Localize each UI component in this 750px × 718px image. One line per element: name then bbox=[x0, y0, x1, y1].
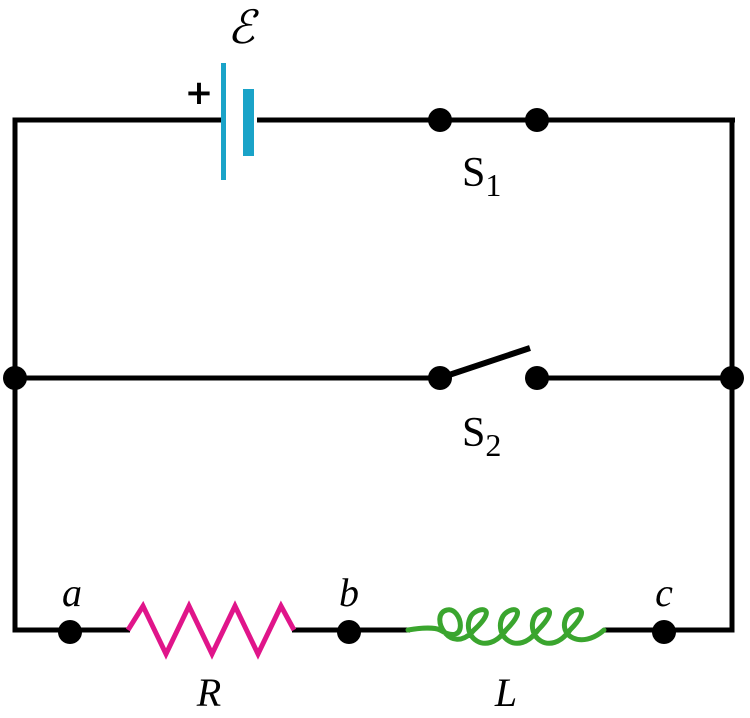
battery-negative-plate bbox=[243, 89, 254, 156]
switch-s1-letter: S bbox=[462, 150, 485, 196]
node-b bbox=[337, 620, 361, 644]
switch-s2-letter: S bbox=[462, 410, 485, 456]
switch-s1-label: S1 bbox=[462, 150, 501, 203]
node-c bbox=[652, 620, 676, 644]
node-a-label: a bbox=[62, 570, 82, 615]
wires bbox=[12, 117, 735, 633]
node-c-label: c bbox=[655, 570, 673, 615]
battery: + ℰ bbox=[185, 2, 259, 180]
switch-s2-label: S2 bbox=[462, 410, 501, 463]
inductor bbox=[405, 607, 607, 646]
resistor bbox=[125, 600, 297, 660]
junction-right bbox=[720, 366, 744, 390]
switch-s2-contact-left bbox=[428, 366, 452, 390]
switch-s1-subscript: 1 bbox=[485, 167, 501, 203]
node-b-label: b bbox=[339, 570, 359, 615]
nodes bbox=[3, 108, 744, 644]
battery-emf-label: ℰ bbox=[227, 2, 259, 53]
switch-s2-blade bbox=[439, 345, 531, 381]
switch-s1-contact-right bbox=[525, 108, 549, 132]
battery-positive-plate bbox=[221, 63, 226, 180]
node-a bbox=[58, 620, 82, 644]
switch-s1-contact-left bbox=[428, 108, 452, 132]
labels: S1 S2 a b c R L bbox=[62, 150, 673, 715]
switch-s2-subscript: 2 bbox=[485, 427, 501, 463]
resistor-label: R bbox=[196, 670, 221, 715]
junction-left bbox=[3, 366, 27, 390]
battery-plus-sign: + bbox=[185, 73, 214, 113]
inductor-label: L bbox=[494, 670, 517, 715]
switch-s2-contact-right bbox=[525, 366, 549, 390]
